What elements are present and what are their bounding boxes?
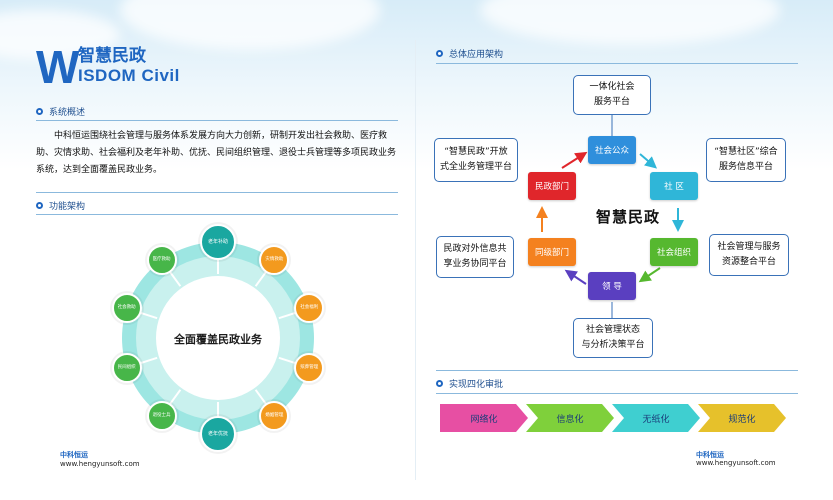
platform-box-line: 一体化社会 (589, 82, 635, 92)
chevron-shape (440, 404, 528, 432)
function-heading-text: 功能架构 (49, 201, 86, 212)
ring-node: 民间组织 (111, 352, 142, 383)
logo-initial: W (36, 41, 79, 93)
bullet-icon (36, 107, 43, 115)
ring-arrow (168, 389, 182, 405)
bullet-icon (36, 201, 43, 209)
platform-box: 社会管理与服务资源整合平台 (709, 234, 789, 276)
section-rule (36, 214, 398, 215)
hub-cell-community: 社 区 (650, 172, 698, 200)
footer-url: www.hengyunsoft.com (696, 459, 776, 467)
ring-center-label: 全面覆盖民政业务 (174, 333, 262, 346)
section-rule (36, 192, 398, 193)
bullet-icon (436, 379, 443, 387)
hub-cell-social-org: 社会组织 (650, 238, 698, 266)
ring-inner (156, 276, 280, 400)
platform-box-line: 民政对外信息共 (443, 244, 507, 254)
platform-box-line: 社会管理状态 (585, 325, 640, 335)
platform-box: 社会管理状态与分析决策平台 (573, 318, 653, 358)
hub-cell-leader: 领 导 (588, 272, 636, 300)
chevron-shape (526, 404, 614, 432)
section-rule (36, 120, 398, 121)
ring-arrow (139, 356, 158, 365)
footer-brand: 中科恒运 (60, 451, 88, 459)
ring-node: 社会福利 (294, 293, 325, 324)
platform-box-line: 式全业务管理平台 (439, 162, 512, 172)
flow-arrow (638, 267, 661, 283)
approval-step-label: 网络化 (470, 414, 498, 425)
chevron-shape (612, 404, 700, 432)
ring-arrow (254, 389, 268, 405)
ring-arrow (278, 311, 297, 320)
ring-node: 医疗救助 (146, 245, 177, 276)
approval-step: 无纸化 (612, 404, 700, 432)
logo-title-cn: 智慧民政 (78, 46, 146, 66)
approval-step-label: 规范化 (728, 414, 756, 425)
bullet-icon (436, 49, 443, 57)
ring-node: 老年补助 (200, 224, 236, 260)
platform-box-line: 服务信息平台 (718, 162, 773, 172)
platform-box: 一体化社会服务平台 (573, 75, 651, 115)
arch-heading-text: 总体应用架构 (449, 49, 504, 60)
approval-heading: 实现四化审批 (436, 374, 503, 392)
ring-node: 退役士兵 (146, 400, 177, 431)
platform-box-line: “智慧民政”开放 (444, 147, 508, 157)
footer-url: www.hengyunsoft.com (60, 460, 140, 468)
section-rule (436, 370, 798, 371)
footer-brand: 中科恒运 (696, 451, 724, 459)
ring-arrow (254, 271, 268, 287)
ring-arrow (139, 311, 158, 320)
approval-heading-text: 实现四化审批 (449, 379, 504, 390)
platform-box-line: “智慧社区”综合 (714, 147, 778, 157)
approval-step: 规范化 (698, 404, 786, 432)
overview-text: 中科恒运围绕社会管理与服务体系发展方向大力创新，研制开发出社会救助、医疗救助、灾… (36, 131, 397, 175)
arch-heading: 总体应用架构 (436, 44, 503, 62)
hub-title: 智慧民政 (595, 208, 660, 226)
section-rule (436, 393, 798, 394)
function-heading: 功能架构 (36, 196, 85, 214)
ring-arrow (168, 271, 182, 287)
hub-cell-peer-dept: 同级部门 (528, 238, 576, 266)
ring-node: 婚姻管理 (259, 400, 290, 431)
section-rule (436, 63, 798, 64)
approval-step-label: 信息化 (556, 414, 584, 425)
platform-box-line: 服务平台 (593, 97, 630, 107)
flow-arrow (564, 269, 587, 285)
platform-box: “智慧民政”开放式全业务管理平台 (434, 138, 518, 182)
chevron-shape (698, 404, 786, 432)
platform-box-line: 与分析决策平台 (581, 340, 645, 350)
platform-box-line: 资源整合平台 (721, 257, 776, 267)
flow-arrow (561, 151, 588, 169)
overview-heading: 系统概述 (36, 102, 85, 120)
platform-box-line: 享业务协同平台 (443, 259, 507, 269)
approval-step: 信息化 (526, 404, 614, 432)
overview-heading-text: 系统概述 (49, 107, 86, 118)
logo-title-en: ISDOM Civil (78, 66, 180, 85)
function-ring-diagram (122, 242, 314, 434)
platform-box-line: 社会管理与服务 (717, 242, 781, 252)
flow-arrow (639, 153, 658, 169)
ring-node: 灾情救助 (259, 245, 290, 276)
page-divider (415, 40, 416, 480)
approval-step-label: 无纸化 (642, 414, 670, 425)
approval-step: 网络化 (440, 404, 528, 432)
ring-arrow (278, 356, 297, 365)
platform-box: 民政对外信息共享业务协同平台 (436, 236, 514, 278)
ring-node: 社会救助 (111, 293, 142, 324)
ring-node: 老年优抚 (200, 416, 236, 452)
hub-cell-civil-dept: 民政部门 (528, 172, 576, 200)
platform-box: “智慧社区”综合服务信息平台 (706, 138, 786, 182)
hub-cell-public: 社会公众 (588, 136, 636, 164)
ring-node: 殡葬管理 (294, 352, 325, 383)
